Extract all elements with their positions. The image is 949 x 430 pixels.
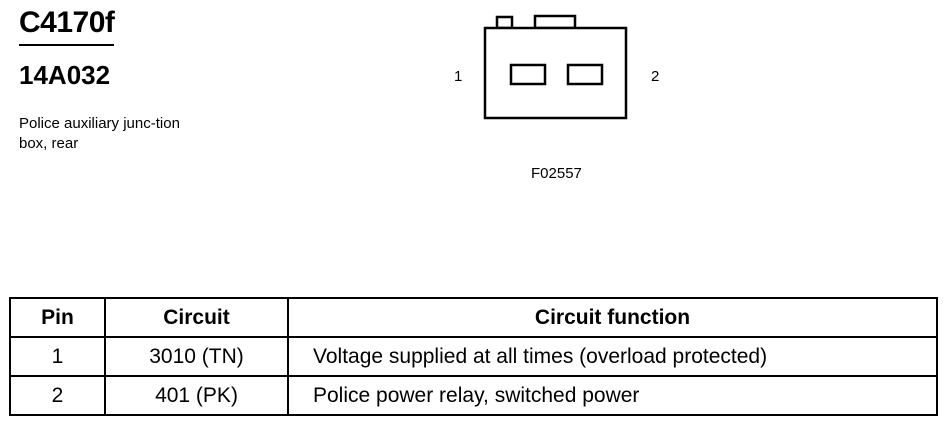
part-number: 14A032 (19, 60, 111, 90)
connector-latch-center (533, 14, 577, 30)
cell-circuit-function: Voltage supplied at all times (overload … (287, 336, 938, 377)
connector-id: C4170f (19, 4, 115, 46)
cell-pin: 1 (9, 336, 106, 377)
pinout-table: Pin Circuit Circuit function 1 3010 (TN)… (9, 297, 938, 416)
figure-id: F02557 (531, 165, 582, 182)
cell-circuit-function: Police power relay, switched power (287, 375, 938, 416)
table-header-row: Pin Circuit Circuit function (9, 297, 938, 338)
pin-label-2: 2 (651, 68, 660, 85)
connector-description: Police auxiliary junc-tion box, rear (19, 115, 180, 152)
header-pin: Pin (9, 297, 106, 338)
connector-face-diagram (483, 14, 628, 120)
table-row: 1 3010 (TN) Voltage supplied at all time… (9, 336, 938, 377)
cell-circuit: 401 (PK) (104, 375, 289, 416)
header-circuit-function: Circuit function (287, 297, 938, 338)
connector-latch-left (495, 15, 514, 30)
connector-body (483, 26, 628, 120)
pin-label-1: 1 (454, 68, 463, 85)
terminal-cavity-2 (566, 63, 604, 86)
cell-pin: 2 (9, 375, 106, 416)
terminal-cavity-1 (509, 63, 547, 86)
table-row: 2 401 (PK) Police power relay, switched … (9, 375, 938, 416)
cell-circuit: 3010 (TN) (104, 336, 289, 377)
header-circuit: Circuit (104, 297, 289, 338)
